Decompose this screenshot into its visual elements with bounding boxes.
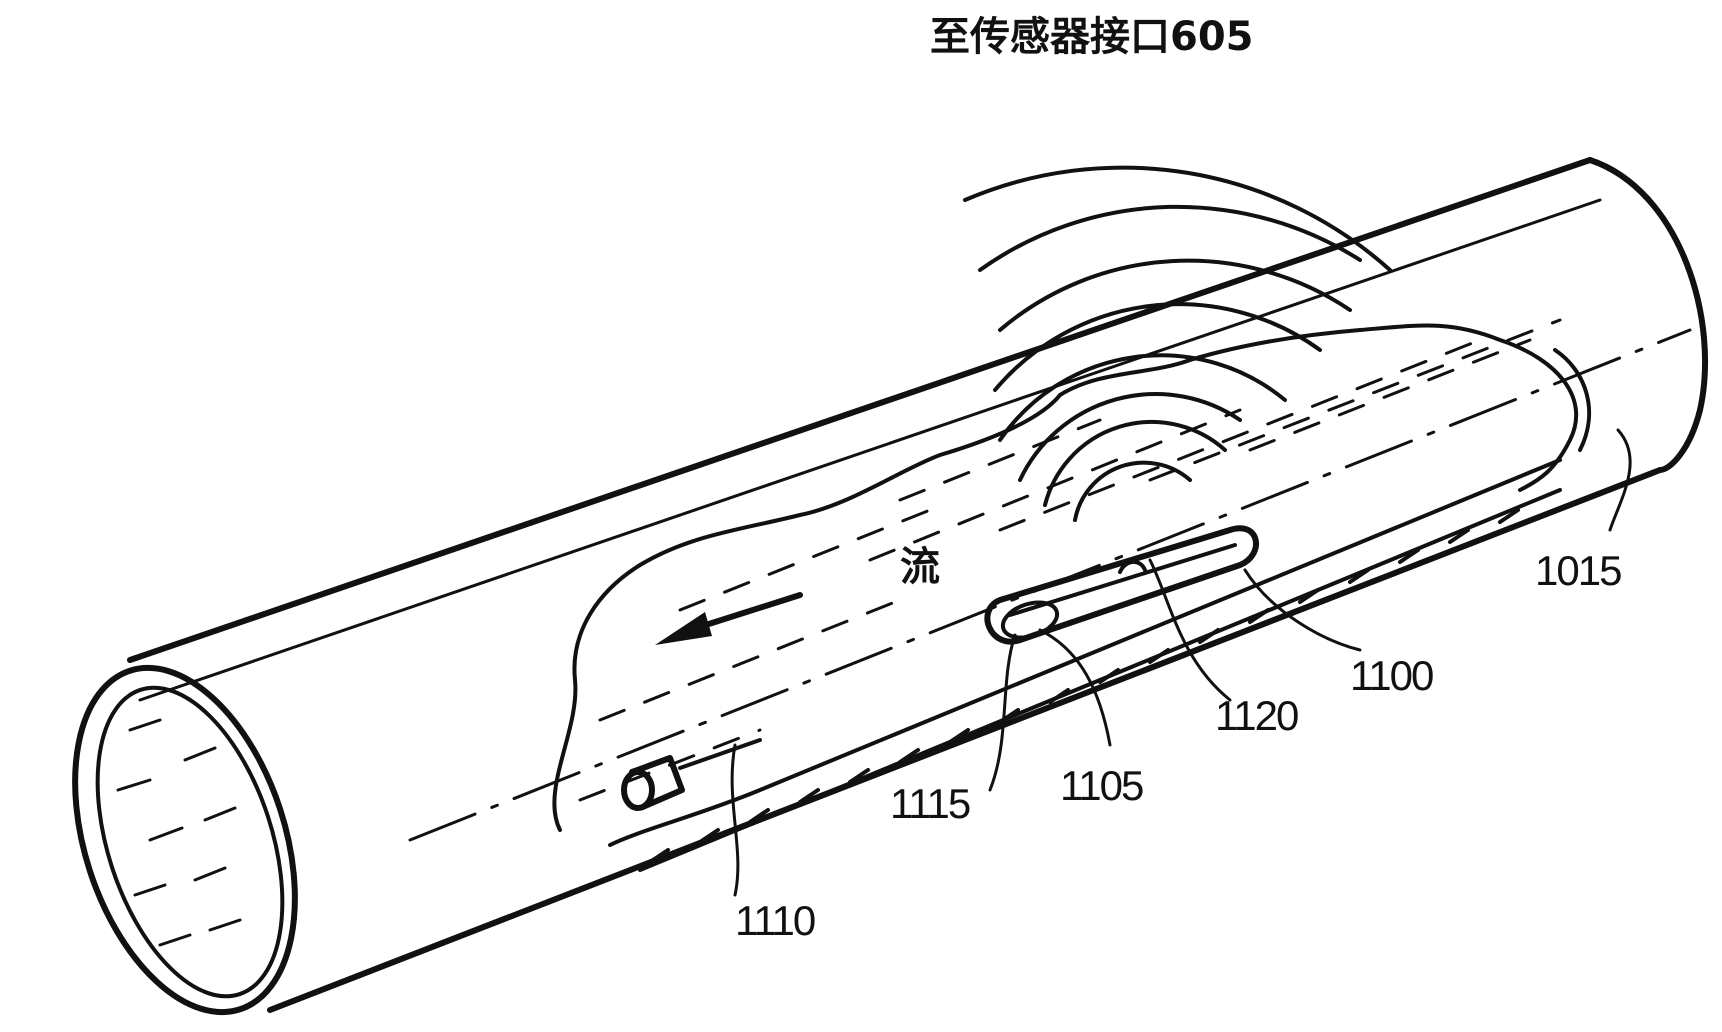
- lead-connector: [621, 738, 762, 811]
- label-1105: 1105: [1060, 762, 1143, 809]
- label-1110: 1110: [735, 897, 815, 944]
- label-1115: 1115: [890, 780, 970, 827]
- label-1120: 1120: [1215, 692, 1298, 739]
- label-1100: 1100: [1350, 652, 1433, 699]
- label-1015: 1015: [1535, 547, 1621, 594]
- flow-arrow: [655, 592, 803, 645]
- flow-label: 流: [900, 544, 940, 590]
- leader-lines: [730, 428, 1632, 897]
- tube-outline: [72, 157, 1709, 1016]
- signal-arcs: [963, 165, 1392, 522]
- title-label: 至传感器接口605: [930, 14, 1254, 60]
- sensor-device: [984, 525, 1259, 645]
- wall-section: [608, 458, 1562, 872]
